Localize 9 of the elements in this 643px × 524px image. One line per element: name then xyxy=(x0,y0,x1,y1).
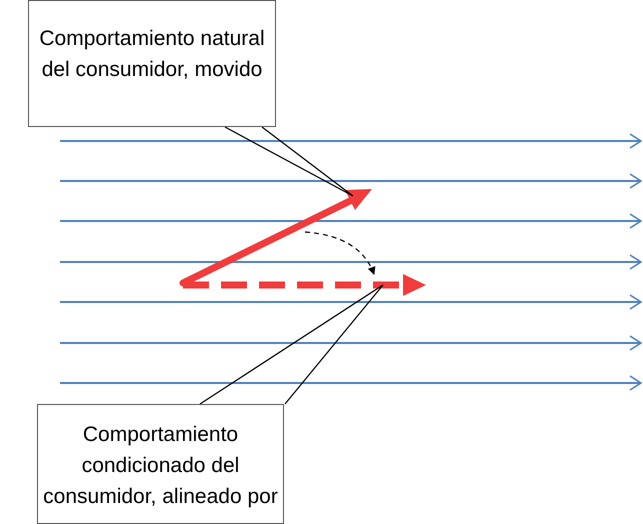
solid-arrow xyxy=(180,189,372,286)
callout-text: Comportamiento condicionado del consumidor, alineado por xyxy=(42,422,279,510)
callout-box xyxy=(28,0,276,127)
curved-arrow xyxy=(304,231,375,275)
dashed-arrow xyxy=(183,274,426,296)
callout-box xyxy=(37,404,284,524)
callout-pointer xyxy=(199,284,384,405)
callout-text: Comportamiento natural del consumidor, movido xyxy=(38,26,266,83)
callout-pointer xyxy=(224,126,354,197)
